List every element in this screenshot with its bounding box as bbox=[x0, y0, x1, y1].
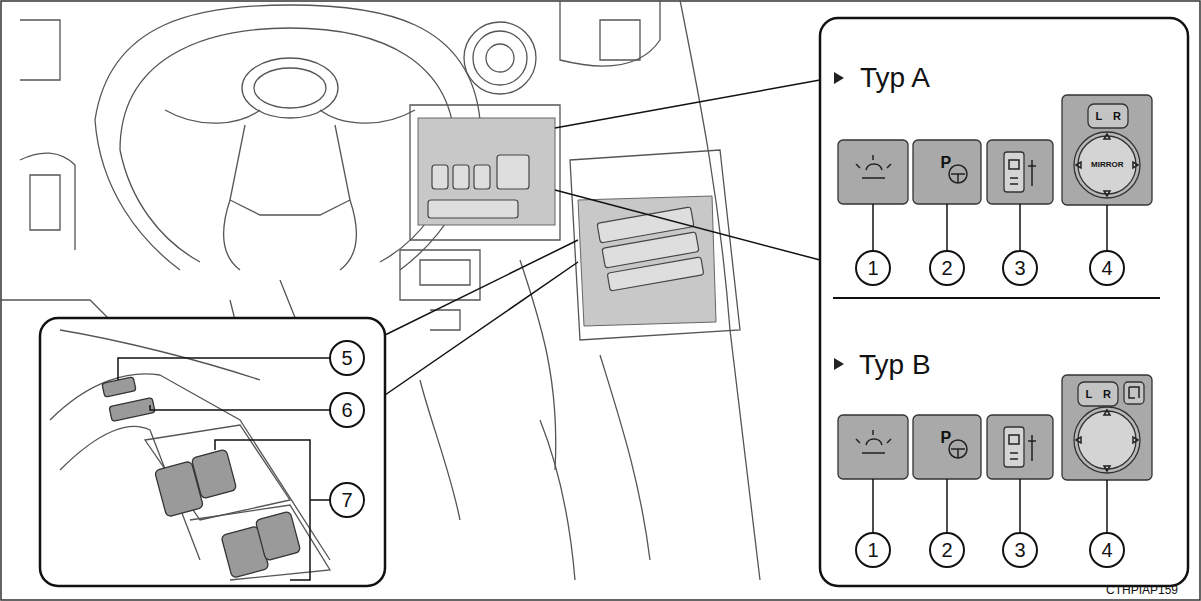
callout-number: 6 bbox=[342, 400, 353, 420]
switch-letter: R bbox=[1113, 111, 1121, 122]
type-heading: Typ B bbox=[859, 351, 931, 379]
switch-text: MIRROR bbox=[1091, 161, 1123, 169]
callout-number: 2 bbox=[942, 258, 953, 278]
callout-number: 3 bbox=[1015, 540, 1026, 560]
switch-letter: R bbox=[1103, 389, 1111, 400]
callout-number: 1 bbox=[868, 258, 879, 278]
type-heading: Typ A bbox=[860, 64, 930, 92]
callout-number: 5 bbox=[342, 348, 353, 368]
switch-letter: L bbox=[1096, 111, 1103, 122]
callout-number: 1 bbox=[868, 540, 879, 560]
callout-number: 4 bbox=[1102, 540, 1113, 560]
callout-number: 4 bbox=[1102, 258, 1113, 278]
callout-number: 2 bbox=[942, 540, 953, 560]
figure-code: CTHPIAP159 bbox=[1106, 584, 1178, 596]
switch-letter: P bbox=[941, 430, 952, 446]
switch-letter: L bbox=[1086, 389, 1093, 400]
switch-letter: P bbox=[941, 155, 952, 171]
callout-number: 7 bbox=[342, 490, 353, 510]
callout-number: 3 bbox=[1015, 258, 1026, 278]
